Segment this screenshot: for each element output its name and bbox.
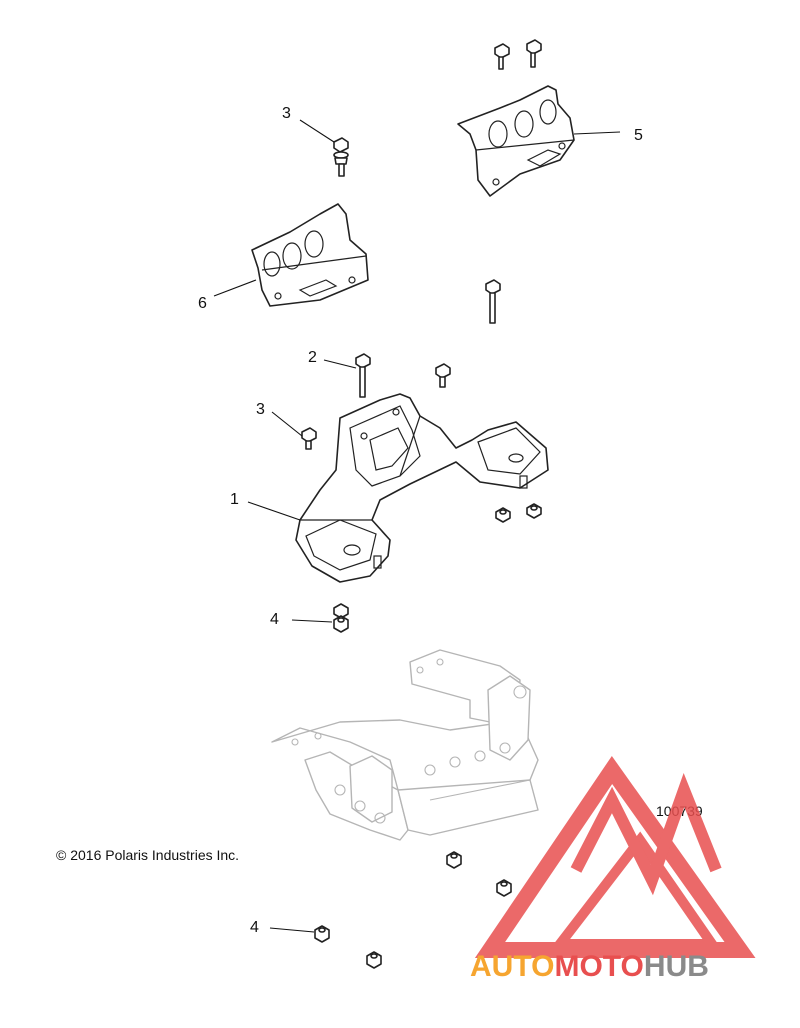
- nut-icon: [526, 503, 542, 519]
- bolt-icon: [333, 137, 349, 177]
- copyright-text: © 2016 Polaris Industries Inc.: [56, 847, 239, 863]
- nut-icon: [314, 925, 330, 943]
- bolt-icon: [526, 39, 542, 68]
- engine-mount-icon: [295, 393, 549, 583]
- bolt-icon: [301, 427, 317, 450]
- bolt-icon: [355, 353, 371, 398]
- callout-3-lower: 3: [256, 401, 265, 418]
- frame-icon: [271, 649, 539, 841]
- nut-icon: [495, 507, 511, 523]
- nut-icon: [333, 603, 349, 633]
- nut-icon: [446, 851, 462, 869]
- nut-icon: [496, 879, 512, 897]
- bracket-icon: [457, 85, 575, 197]
- bolt-icon: [485, 279, 501, 324]
- callout-1: 1: [230, 491, 239, 508]
- watermark-auto: AUTO: [470, 950, 554, 983]
- callout-5: 5: [634, 127, 643, 144]
- leader-lines: [213, 119, 621, 933]
- callout-6: 6: [198, 295, 207, 312]
- watermark-hub: HUB: [644, 950, 709, 983]
- watermark-brand: AUTOMOTOHUB: [470, 950, 709, 983]
- nut-icon: [366, 951, 382, 969]
- bracket-icon: [251, 203, 369, 307]
- callout-4-lower: 4: [250, 919, 259, 936]
- callout-2: 2: [308, 349, 317, 366]
- callout-4-upper: 4: [270, 611, 279, 628]
- triangle-logo-icon: [474, 755, 756, 958]
- bolt-icon: [435, 363, 451, 388]
- callout-3-upper: 3: [282, 105, 291, 122]
- bolt-icon: [494, 43, 510, 70]
- watermark-moto: MOTO: [554, 950, 643, 983]
